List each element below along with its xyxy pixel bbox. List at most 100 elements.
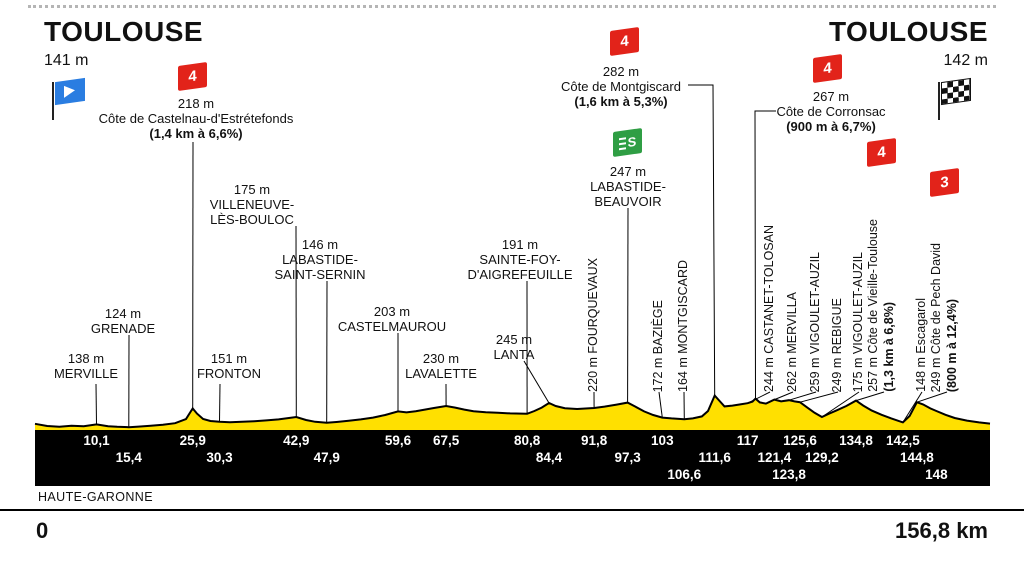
finish-flag-icon <box>938 77 974 122</box>
waypoint-name: 164 m MONTGISCARD <box>676 260 690 392</box>
finish-block: TOULOUSE 142 m <box>829 16 988 70</box>
connector-line <box>754 110 776 399</box>
waypoint-name: LABASTIDE- <box>282 251 358 267</box>
waypoint-name: Côte de Corronsac <box>776 103 886 119</box>
connector-line <box>902 391 923 423</box>
flag-pole <box>938 82 940 120</box>
waypoint-label: 249 m REBIGUE <box>830 298 845 392</box>
km-tick: 80,8 <box>513 433 541 448</box>
category-3-badge-icon: 3 <box>930 167 959 198</box>
waypoint-label: 164 m MONTGISCARD <box>676 260 691 392</box>
connector-line <box>916 391 948 403</box>
finish-elevation: 142 m <box>943 52 988 69</box>
waypoint-name: CASTELMAUROU <box>337 318 447 334</box>
km-tick: 142,5 <box>885 433 920 448</box>
km-tick: 121,4 <box>757 450 792 465</box>
waypoint-label: 148 m Escagarol <box>914 298 929 392</box>
km-tick: 106,6 <box>667 467 702 482</box>
waypoint-name: VILLENEUVE- <box>209 196 295 212</box>
connector-line <box>688 84 716 396</box>
waypoint-name: Côte de Castelnau-d'Estrétefonds <box>98 110 294 126</box>
km-tick: 111,6 <box>698 450 731 465</box>
waypoint-label: 259 m VIGOULET-AUZIL <box>808 252 823 392</box>
elevation-value: 282 m <box>602 64 640 79</box>
km-tick: 25,9 <box>179 433 206 448</box>
top-dotted-divider <box>28 5 996 8</box>
km-tick: 67,5 <box>432 433 460 448</box>
km-tick: 148 <box>925 467 948 482</box>
elevation-value: 124 m <box>104 306 142 321</box>
km-tick: 97,3 <box>614 450 641 465</box>
km-tick: 123,8 <box>772 467 806 482</box>
connector-line <box>774 391 794 401</box>
category-4-badge-icon: 4 <box>867 137 896 168</box>
connector-line <box>523 360 550 404</box>
km-tick: 42,9 <box>283 433 310 448</box>
waypoint-name: 249 m REBIGUE <box>830 297 844 392</box>
climb-gradient: (800 m à 12,4%) <box>945 298 959 392</box>
climb-gradient: (1,4 km à 6,6%) <box>149 125 243 141</box>
waypoint-name: 175 m VIGOULET-AUZIL <box>851 251 865 392</box>
climb-label: 257 m Côte de Vieille-Toulouse(1,3 km à … <box>866 219 897 392</box>
climb-label: 249 m Côte de Pech David(800 m à 12,4%) <box>929 243 960 392</box>
connector-line <box>658 391 663 418</box>
start-city-name: TOULOUSE <box>44 16 204 47</box>
waypoint-label: 175 m VIGOULET-AUZIL <box>851 252 866 392</box>
waypoint-name: 257 m Côte de Vieille-Toulouse <box>866 219 880 392</box>
km-tick: 117 <box>736 433 759 448</box>
waypoint-name: FRONTON <box>196 365 262 381</box>
climb-gradient: (900 m à 6,7%) <box>786 118 876 134</box>
waypoint-name: 244 m CASTANET-TOLOSAN <box>762 225 776 392</box>
waypoint-name: MERVILLE <box>53 365 119 381</box>
waypoint-name: LÈS-BOULOC <box>210 211 294 227</box>
sprint-badge-icon: S <box>613 127 642 158</box>
elevation-value: 175 m <box>233 182 271 197</box>
waypoint-name: D'AIGREFEUILLE <box>467 266 573 282</box>
km-tick: 59,6 <box>384 433 412 448</box>
km-tick: 84,4 <box>535 450 563 465</box>
connector-line <box>855 391 885 402</box>
km-tick: 134,8 <box>839 433 873 448</box>
km-tick: 103 <box>651 433 674 448</box>
waypoint-label: 262 m MERVILLA <box>785 292 800 392</box>
waypoint-name: Côte de Montgiscard <box>561 78 681 94</box>
km-tick: 10,1 <box>83 433 110 448</box>
elevation-value: 191 m <box>501 237 539 252</box>
elevation-value: 245 m <box>495 332 533 347</box>
waypoint-label: 244 m CASTANET-TOLOSAN <box>762 225 777 392</box>
waypoint-name: 259 m VIGOULET-AUZIL <box>808 251 822 392</box>
bottom-rule <box>0 509 1024 511</box>
profile-top-line <box>34 393 991 429</box>
km-tick: 47,9 <box>313 450 340 465</box>
km-tick: 30,3 <box>206 450 233 465</box>
waypoint-name: SAINT-SERNIN <box>274 266 366 282</box>
start-block: TOULOUSE 141 m <box>44 16 203 70</box>
connector-line <box>219 383 221 422</box>
elevation-value: 267 m <box>812 89 850 104</box>
km-zero-label: 0 <box>36 518 49 543</box>
elevation-value: 247 m <box>609 164 647 179</box>
waypoint-name: GRENADE <box>90 320 156 336</box>
waypoint-label: 172 m BAZIÈGE <box>651 300 666 392</box>
waypoint-name: LANTA <box>493 346 535 362</box>
waypoint-name: SAINTE-FOY- <box>479 251 561 267</box>
waypoint-name: BEAUVOIR <box>594 193 662 209</box>
elevation-value: 138 m <box>67 351 105 366</box>
km-tick: 129,2 <box>804 450 839 465</box>
total-distance-label: 156,8 km <box>895 518 988 543</box>
connector-line <box>821 391 860 418</box>
flag-pole <box>52 82 54 120</box>
category-4-badge-icon: 4 <box>813 53 842 84</box>
